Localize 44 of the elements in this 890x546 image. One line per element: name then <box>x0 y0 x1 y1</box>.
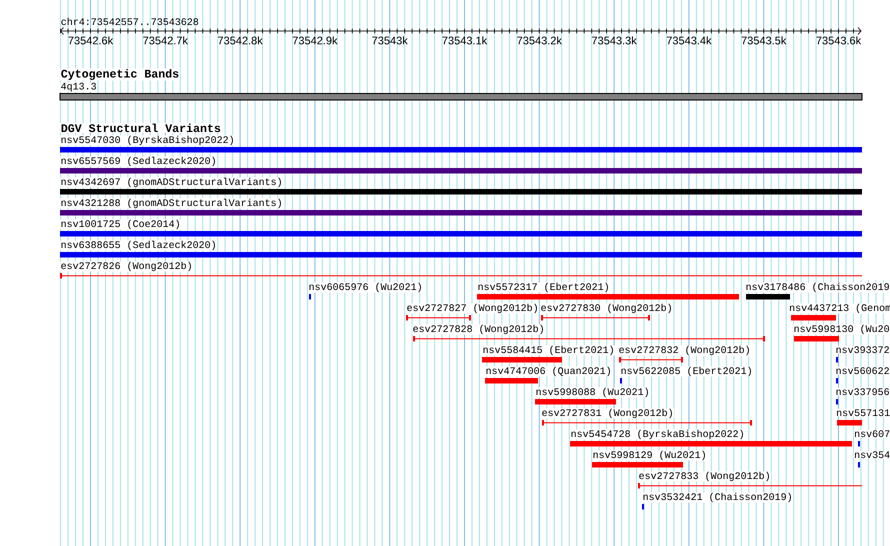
feature-label: esv2727827 (Wong2012b) <box>406 303 540 314</box>
feature-label: nsv5454728 (ByrskaBishop2022) <box>570 429 746 440</box>
feature-label: esv2727826 (Wong2012b) <box>60 261 194 272</box>
feature-label: nsv4342697 (gnomADStructuralVariants) <box>60 177 284 188</box>
tick-label: 73542.8k <box>218 36 263 44</box>
feature-label: nsv6065976 (Wu2021) <box>308 282 424 292</box>
tick-label: 73543.1k <box>442 36 488 44</box>
tick-label: 73543.5k <box>742 36 786 44</box>
feature-label: nsv3532421 (Chaisson2019) <box>642 492 794 502</box>
feature-label: nsv5584415 (Ebert2021) <box>482 345 616 356</box>
feature-label: nsv4321288 (gnomADStructuralVariants) <box>60 198 284 208</box>
feature-label: nsv6388655 (Sedlazeck2020) <box>60 240 218 250</box>
feature-label: nsv5998129 (Wu2021) <box>592 450 708 460</box>
feature-label: nsv5547030 (ByrskaBishop2022) <box>60 135 236 146</box>
feature-label: nsv5572317 (Ebert2021) <box>477 282 610 292</box>
feature-label: esv2727830 (Wong2012b) <box>540 303 674 314</box>
band-label: 4q13.3 <box>60 82 97 92</box>
feature-label: nsv5998130 (Wu20 <box>793 324 890 334</box>
feature-label: nsv1001725 (Coe2014) <box>60 219 182 230</box>
tick-label: 73543.2k <box>517 36 562 44</box>
feature-label: nsv4747006 (Quan2021) <box>485 366 612 376</box>
tick-label: 73543.4k <box>666 36 712 44</box>
feature-label: nsv607 <box>854 430 890 438</box>
feature-label: nsv6557569 (Sedlazeck2020) <box>60 156 218 166</box>
feature-label: nsv5622085 (Ebert2021) <box>620 366 754 376</box>
feature-label: esv2727833 (Wong2012b) <box>638 471 772 482</box>
feature-label: nsv3178486 (Chaisson2019 <box>745 282 890 292</box>
feature-label: nsv337956 <box>835 388 890 396</box>
tick-label: 73542.7k <box>143 36 188 44</box>
feature-label: nsv393372 <box>835 346 890 354</box>
tick-label: 73543k <box>372 36 408 44</box>
tick-label: 73543.6k <box>816 36 862 44</box>
feature-label: nsv560622 <box>835 366 890 374</box>
tick-label: 73543.3k <box>592 36 637 44</box>
feature-label: nsv557131 <box>836 408 890 416</box>
feature-label: esv2727828 (Wong2012b) <box>412 324 546 334</box>
feature-label: nsv5998088 (Wu2021) <box>535 387 650 398</box>
feature-label: nsv354 <box>854 450 890 458</box>
tick-label: 73542.9k <box>292 36 338 44</box>
track-title: DGV Structural Variants <box>60 123 222 133</box>
feature-label: esv2727831 (Wong2012b) <box>541 408 674 418</box>
tick-label: 73542.6k <box>68 36 114 44</box>
feature-label: esv2727832 (Wong2012b) <box>618 345 752 356</box>
location-label: chr4:73542557..73543628 <box>61 18 198 26</box>
